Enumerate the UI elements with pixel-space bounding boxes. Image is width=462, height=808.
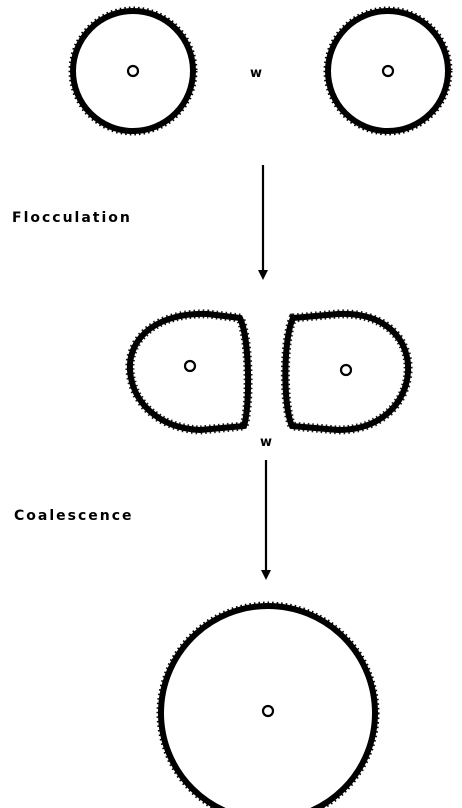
oil-droplet-right xyxy=(326,9,450,133)
transition-coalescence: Coalescence xyxy=(14,460,266,575)
oil-core-marker xyxy=(128,66,138,76)
stage-coalesced xyxy=(159,604,377,808)
oil-droplet-left-deformed xyxy=(130,314,248,430)
water-phase-label: w xyxy=(250,66,262,81)
oil-droplet-merged xyxy=(159,604,377,808)
oil-droplet-right-deformed xyxy=(285,314,408,430)
stage-initial: w xyxy=(71,9,450,133)
coalescence-label: Coalescence xyxy=(14,508,134,524)
stage-flocculated: w xyxy=(130,314,408,450)
oil-core-marker xyxy=(383,66,393,76)
oil-core-marker xyxy=(263,706,273,716)
oil-droplet-left xyxy=(71,9,195,133)
oil-core-marker xyxy=(185,361,195,371)
transition-flocculation: Flocculation xyxy=(12,165,263,275)
oil-core-marker xyxy=(341,365,351,375)
flocculation-label: Flocculation xyxy=(12,210,132,226)
water-phase-label: w xyxy=(260,435,272,450)
